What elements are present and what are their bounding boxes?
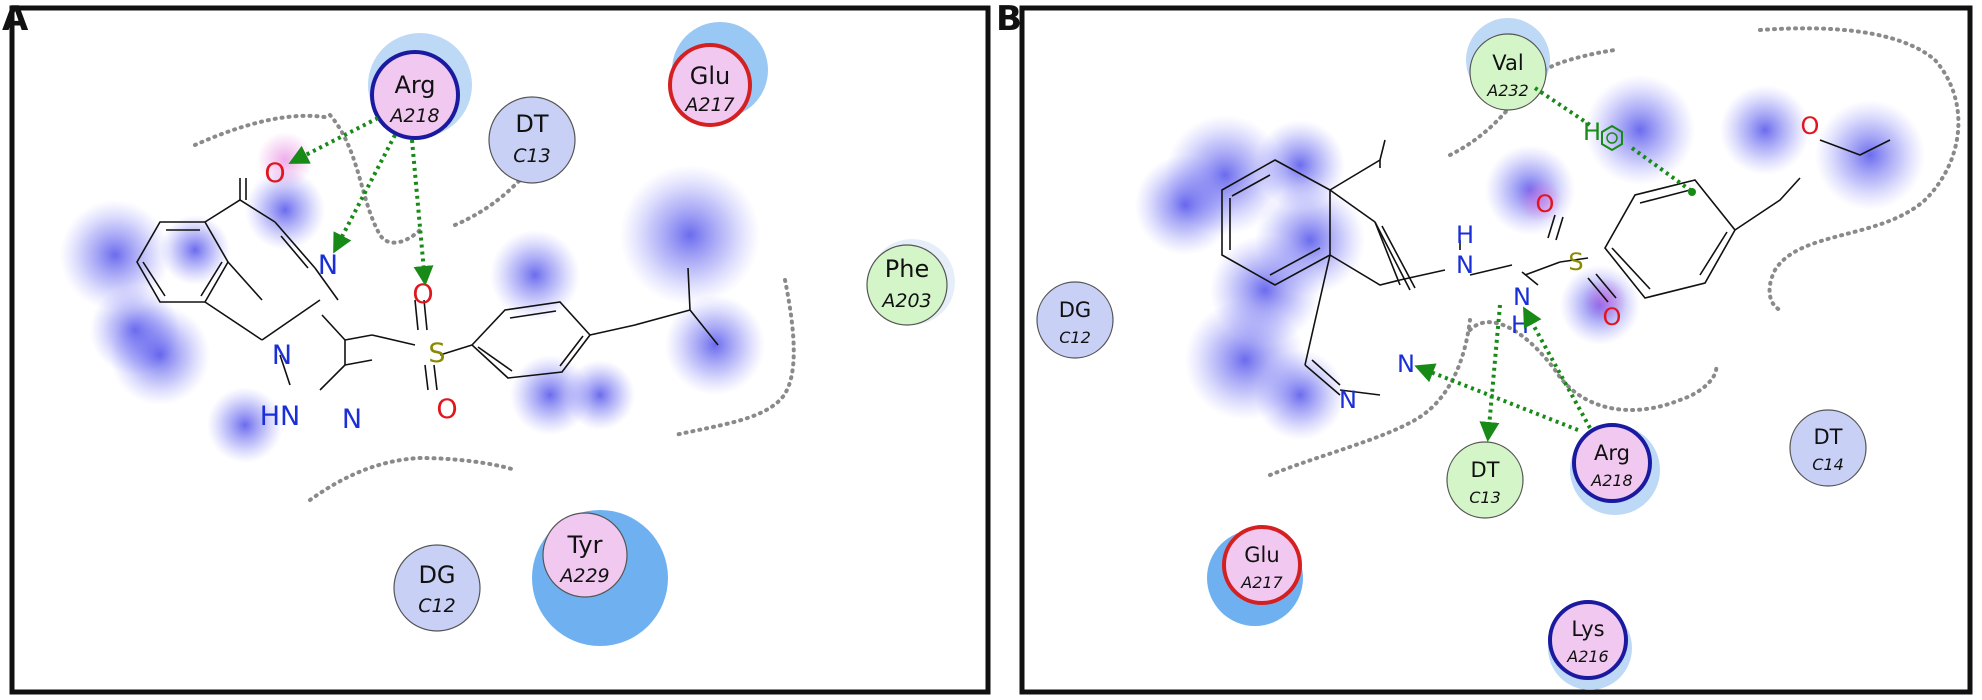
residue-name: DT bbox=[515, 110, 548, 138]
ligand-exposure-a bbox=[60, 132, 765, 463]
residue-number: A217 bbox=[683, 94, 734, 116]
residue-number: A218 bbox=[1590, 471, 1632, 490]
atom-o-carbonyl: O bbox=[264, 158, 285, 189]
residue-name: Val bbox=[1492, 51, 1523, 75]
hbonds-a bbox=[288, 116, 434, 286]
residue-val-a232-b: Val A232 bbox=[1466, 18, 1550, 111]
residue-phe-a203-a: Phe A203 bbox=[866, 239, 955, 326]
residue-name: DT bbox=[1814, 425, 1843, 449]
ligand-b-atoms: N N H N N H S O O O bbox=[1339, 112, 1819, 414]
residue-name: DG bbox=[418, 561, 455, 589]
residue-glu-a217-b: Glu A217 bbox=[1207, 525, 1303, 626]
panel-b: B Va bbox=[996, 0, 1973, 695]
residue-name: Lys bbox=[1571, 617, 1604, 641]
residue-glu-a217-a: Glu A217 bbox=[668, 22, 768, 127]
atom-s-sulfonyl: S bbox=[428, 338, 445, 369]
residue-number: C13 bbox=[513, 145, 550, 167]
atom-o-methoxy: O bbox=[1801, 112, 1820, 140]
residue-name: Arg bbox=[394, 71, 435, 99]
residue-number: C14 bbox=[1812, 455, 1844, 474]
panel-a-letter: A bbox=[2, 0, 29, 39]
atom-o-sulfonyl-1: O bbox=[1536, 190, 1555, 218]
atom-n-triazole-3: N bbox=[342, 404, 362, 435]
atom-o-sulfonyl-2: O bbox=[1603, 303, 1622, 331]
residue-dg-c12-b: DG C12 bbox=[1036, 281, 1114, 359]
panel-b-frame bbox=[1019, 5, 1973, 695]
panel-a: A Arg A218 bbox=[2, 0, 991, 695]
ligand-b-bonds bbox=[1221, 139, 1891, 396]
residue-lys-a216-b: Lys A216 bbox=[1548, 600, 1632, 690]
atom-n-hydrazine-1: N bbox=[1456, 251, 1474, 279]
pocket-contour-a bbox=[193, 113, 796, 502]
atom-s-sulfonyl: S bbox=[1568, 248, 1583, 276]
atom-n-triazole-1: N bbox=[272, 340, 292, 371]
residue-arg-a218-a: Arg A218 bbox=[368, 33, 472, 140]
residue-dg-c12-a: DG C12 bbox=[393, 544, 481, 632]
atom-n-hydrazine-2: N bbox=[1513, 283, 1531, 311]
residue-name: Phe bbox=[885, 255, 929, 283]
residue-name: DT bbox=[1471, 458, 1500, 482]
residue-tyr-a229-a: Tyr A229 bbox=[532, 510, 668, 646]
atom-o-sulfonyl-1: O bbox=[412, 279, 433, 310]
residue-name: Tyr bbox=[567, 531, 603, 559]
residue-number: A218 bbox=[388, 105, 439, 127]
residue-number: A203 bbox=[880, 290, 931, 312]
residue-dt-c13-a: DT C13 bbox=[488, 96, 576, 184]
residue-number: A232 bbox=[1486, 81, 1528, 100]
residue-arg-a218-b: Arg A218 bbox=[1570, 423, 1660, 515]
atom-o-sulfonyl-2: O bbox=[436, 394, 457, 425]
residue-number: C12 bbox=[1059, 328, 1091, 347]
pi-h-interaction-b: H bbox=[1533, 86, 1696, 196]
residue-number: A217 bbox=[1240, 573, 1283, 592]
ligand-a-bonds bbox=[136, 178, 719, 391]
atom-n-ring-2: N bbox=[1397, 350, 1415, 378]
ligand-a-atoms: O N N HN N S O O bbox=[260, 158, 458, 435]
hbonds-b bbox=[1414, 304, 1592, 442]
residue-number: A229 bbox=[558, 565, 609, 587]
residue-number: C13 bbox=[1469, 488, 1501, 507]
atom-n-ring: N bbox=[318, 250, 338, 281]
atom-h-hydrazine-2: H bbox=[1511, 311, 1529, 339]
residue-number: C12 bbox=[418, 595, 455, 617]
residue-number: A216 bbox=[1566, 647, 1608, 666]
benzene-icon bbox=[1601, 124, 1623, 152]
atom-n-ring-1: N bbox=[1339, 386, 1357, 414]
residue-name: DG bbox=[1059, 298, 1091, 322]
residue-dt-c13-b: DT C13 bbox=[1446, 441, 1524, 519]
residue-name: Glu bbox=[1244, 543, 1279, 567]
atom-h-hydrazine-1: H bbox=[1456, 221, 1474, 249]
panel-b-letter: B bbox=[996, 0, 1022, 39]
ligand-exposure-b bbox=[1135, 75, 1925, 440]
residue-dt-c14-b: DT C14 bbox=[1789, 409, 1867, 487]
atom-h-pi: H bbox=[1583, 118, 1601, 146]
residue-name: Arg bbox=[1594, 441, 1630, 465]
residue-name: Glu bbox=[690, 62, 730, 90]
atom-hn-triazole: HN bbox=[260, 401, 301, 432]
